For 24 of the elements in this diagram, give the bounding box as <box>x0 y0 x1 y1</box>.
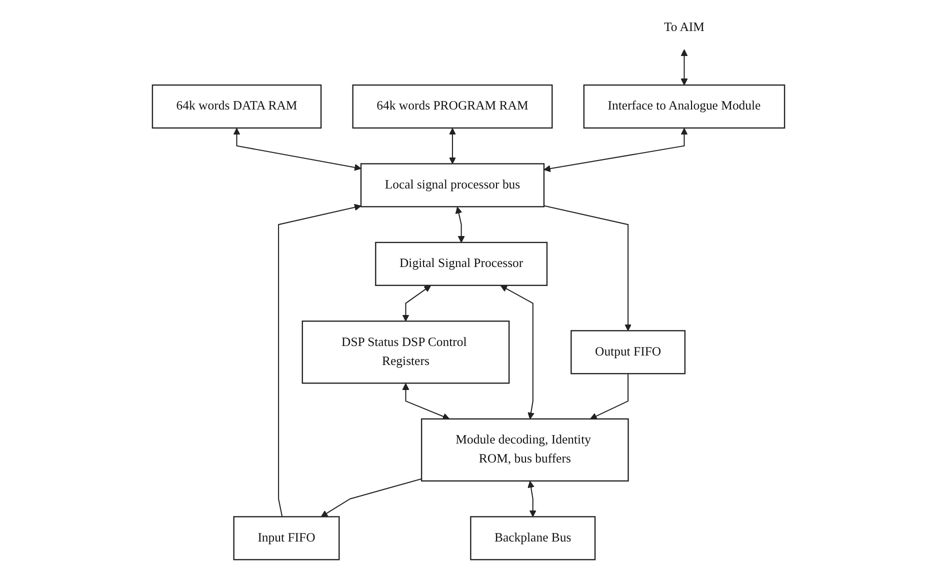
arrow <box>402 383 450 420</box>
arrow <box>500 285 534 420</box>
arrow <box>544 205 632 332</box>
node-text: To AIM <box>664 20 704 34</box>
arrow <box>320 478 422 518</box>
node-box: Interface to Analogue Module <box>583 84 786 129</box>
arrow <box>590 374 629 420</box>
arrow <box>278 204 362 517</box>
node-box: Digital Signal Processor <box>375 242 548 286</box>
arrow <box>233 128 362 171</box>
arrow <box>402 285 432 322</box>
node-box: Module decoding, Identity ROM, bus buffers <box>420 418 629 482</box>
node-box: Input FIFO <box>233 516 340 560</box>
arrow <box>528 480 536 518</box>
node-box: Backplane Bus <box>470 516 596 560</box>
node-box: DSP Status DSP Control Registers <box>302 320 510 384</box>
arrow <box>544 128 688 172</box>
node-box: 64k words PROGRAM RAM <box>352 84 553 129</box>
node-box: 64k words DATA RAM <box>152 84 322 129</box>
arrow <box>680 49 688 86</box>
arrow <box>455 206 465 243</box>
node-box: Local signal processor bus <box>360 163 545 208</box>
node-box: Output FIFO <box>570 330 686 374</box>
arrow <box>448 128 456 164</box>
